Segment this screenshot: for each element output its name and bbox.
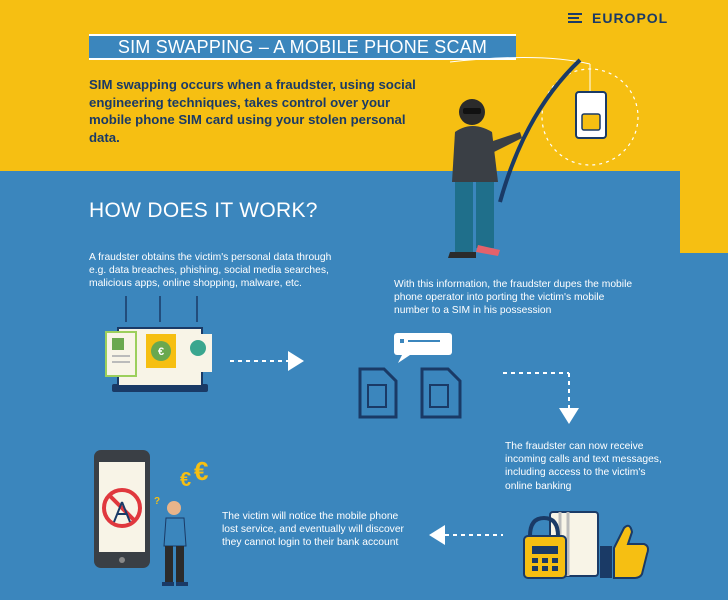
step-4-text: The victim will notice the mobile phone …	[222, 511, 404, 549]
locked-card-thumbs-up-icon	[523, 511, 649, 579]
question-mark: ?	[154, 496, 160, 507]
svg-text:€: €	[158, 346, 164, 358]
step-1-text: A fraudster obtains the victim's persona…	[89, 252, 332, 290]
step-3-text: The fraudster can now receive incoming c…	[505, 441, 662, 492]
euro-large-symbol: €	[194, 456, 208, 486]
intro-paragraph: SIM swapping occurs when a fraudster, us…	[89, 77, 416, 145]
sim-cards-icon	[358, 333, 462, 419]
step-2-text: With this information, the fraudster dup…	[394, 279, 633, 317]
confused-person-illustration: ?	[154, 496, 188, 586]
euro-small-symbol: €	[180, 469, 191, 491]
logo-mark-icon	[568, 13, 582, 23]
europol-logo: EUROPOL	[568, 10, 668, 26]
top-yellow-band	[0, 0, 728, 171]
section-heading: HOW DOES IT WORK?	[89, 199, 318, 222]
logo-text: EUROPOL	[592, 10, 669, 26]
arrow-right-icon	[230, 351, 304, 371]
euro-icon: € €	[180, 456, 208, 491]
title-banner: SIM SWAPPING – A MOBILE PHONE SCAM	[89, 34, 516, 60]
phone-no-signal-icon	[94, 450, 150, 568]
right-yellow-block	[680, 171, 728, 253]
arrow-left-icon	[429, 525, 503, 545]
laptop-phishing-icon: €	[105, 296, 212, 392]
arrow-down-icon	[503, 372, 579, 424]
fraudster-fishing-illustration	[448, 56, 639, 258]
page-title: SIM SWAPPING – A MOBILE PHONE SCAM	[117, 36, 488, 57]
